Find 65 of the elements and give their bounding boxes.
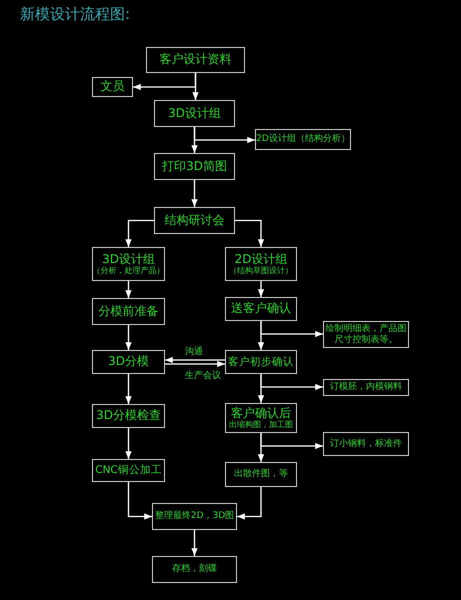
box-label: 客户设计资料 [160,53,232,67]
arrow [191,127,198,153]
arrow [260,433,323,450]
process-box [92,404,165,428]
arrow [165,356,225,364]
arrow [260,374,323,390]
arrow [125,281,132,298]
box-label: 出散件图，等 [234,469,288,480]
arrow [192,73,199,100]
box-label: 整理最终2D，3D图 [154,511,234,522]
box-label: 客户初步确认 [228,356,294,368]
process-box [154,100,235,127]
box-label: 3D设计组 [102,252,155,266]
box-label: 3D设计组 [168,106,221,120]
process-box [225,403,297,433]
arrow [260,321,323,338]
process-box [225,462,297,487]
edge-label: 沟通 [185,346,203,358]
box-label: 存档，刻碟 [172,564,217,575]
arrow [191,530,198,556]
box-label: 3D分模 [108,355,149,369]
edge-label: 生产会议 [185,370,221,382]
box-label: 结构研讨会 [164,214,224,228]
box-label: 打印3D简图 [162,160,227,174]
arrow [235,220,264,247]
arrow [125,374,132,404]
process-box [154,207,235,234]
box-label: 分模前准备 [98,304,158,318]
process-box [92,247,165,281]
arrow [258,281,264,297]
process-box [152,503,237,530]
arrow [128,482,152,520]
process-box [92,350,165,374]
process-box [323,432,409,456]
process-box [152,556,237,583]
box-note: （结构草图设计） [229,266,293,276]
box-note: 出缩构图，加工图 [229,420,293,430]
process-box [225,297,297,321]
process-box [92,298,165,325]
box-note: （分析，处理产品） [92,266,164,276]
process-box [154,153,235,180]
box-label: 2D设计组（结构分析） [256,134,350,145]
process-box [146,47,245,73]
diagram-title: 新模设计流程图: [20,5,130,24]
box-label: 绘制明细表，产品图尺寸控制表等。 [324,324,408,345]
process-box [255,129,351,150]
process-box [225,247,297,281]
process-box [92,459,165,482]
arrow [125,325,132,350]
arrow [191,180,198,207]
box-label: 订模胚，内模钢料 [330,382,402,393]
process-box [92,77,133,97]
process-box [225,350,297,374]
arrow [237,487,262,520]
arrow [165,360,225,368]
box-label: 送客户确认 [231,302,291,316]
box-label: 客户确认后 [231,406,291,420]
box-label: 文员 [100,80,124,94]
box-label: CNC铜公加工 [95,464,162,477]
process-box [323,379,409,396]
box-label: 2D设计组 [234,252,288,266]
arrow [125,428,132,459]
box-label: 订小钢料，标准件 [330,438,402,450]
arrow [125,220,154,247]
box-label: 3D分模检查 [96,409,161,423]
